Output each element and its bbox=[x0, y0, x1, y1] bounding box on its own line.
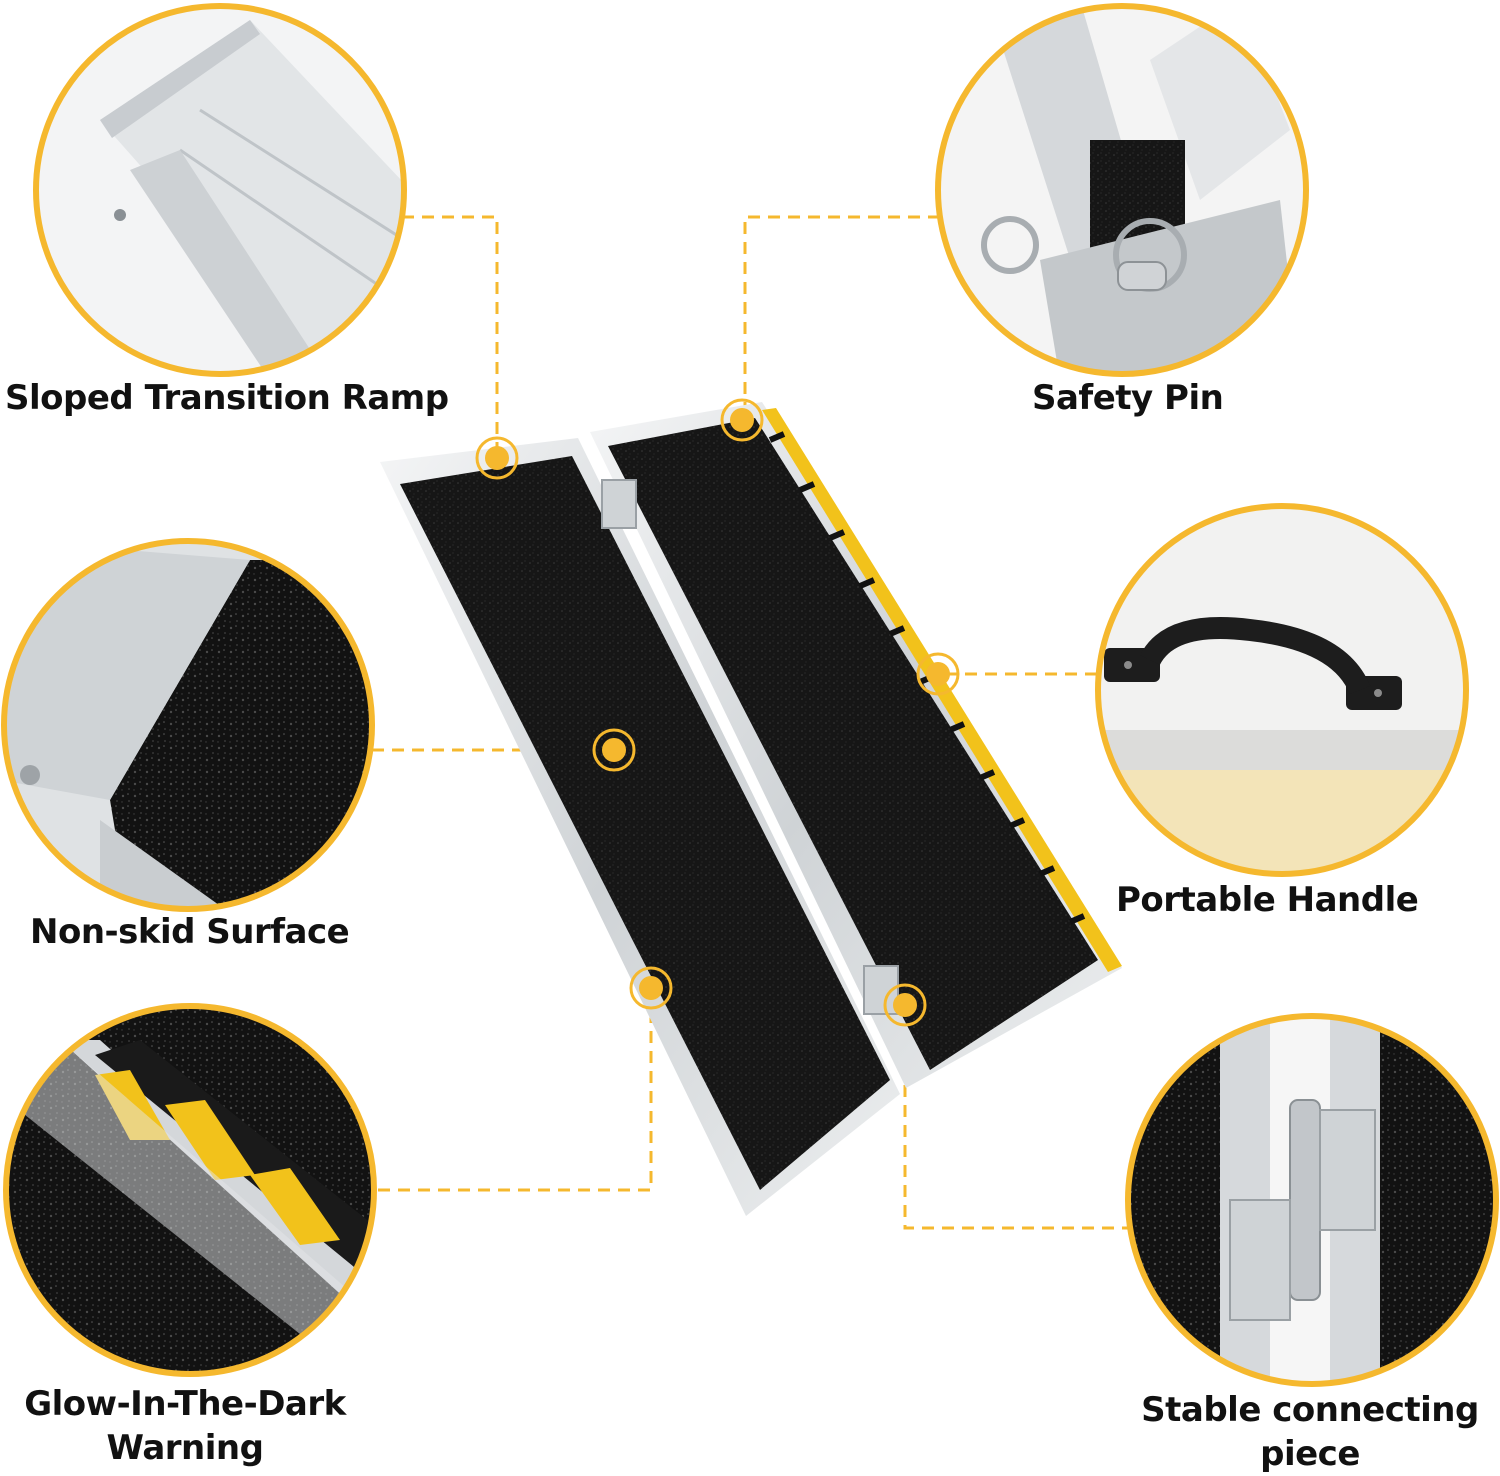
hinge-closeup bbox=[1125, 1013, 1499, 1387]
marker-stable bbox=[883, 983, 927, 1027]
label-stable-line1: Stable connecting bbox=[1141, 1390, 1479, 1430]
marker-handle bbox=[916, 652, 960, 696]
label-glow-line1: Glow-In-The-Dark bbox=[24, 1384, 346, 1424]
ramp-hinge-bottom bbox=[863, 965, 899, 1015]
pin-ring-closeup bbox=[935, 3, 1309, 377]
label-stable-line2: piece bbox=[1260, 1434, 1360, 1474]
label-sloped-transition-ramp: Sloped Transition Ramp bbox=[5, 378, 449, 418]
connector-sloped bbox=[402, 215, 499, 455]
grit-surface-closeup bbox=[1, 538, 375, 912]
reflective-strip-closeup bbox=[3, 1003, 377, 1377]
connector-safety bbox=[743, 215, 940, 418]
connector-stable bbox=[903, 1005, 1128, 1230]
ramp-right-surface bbox=[608, 418, 1098, 1070]
marker-nonskid bbox=[592, 728, 636, 772]
marker-safety bbox=[720, 398, 764, 442]
ramp-reflective-strip bbox=[762, 408, 1122, 972]
connector-glow bbox=[378, 988, 653, 1192]
marker-sloped bbox=[475, 436, 519, 480]
label-glow-warning: Glow-In-The-Dark Warning bbox=[20, 1382, 350, 1470]
connector-lines bbox=[372, 215, 1128, 1230]
label-stable-connecting-piece: Stable connecting piece bbox=[1140, 1388, 1480, 1476]
ramp-edge-closeup bbox=[33, 3, 407, 377]
ramp-hinge-top bbox=[601, 479, 637, 529]
marker-glow bbox=[629, 966, 673, 1010]
label-non-skid-surface: Non-skid Surface bbox=[30, 912, 350, 952]
label-portable-handle: Portable Handle bbox=[1116, 880, 1419, 920]
label-glow-line2: Warning bbox=[106, 1428, 264, 1468]
main-ramp bbox=[380, 402, 1122, 1216]
target-markers bbox=[475, 398, 960, 1027]
label-safety-pin: Safety Pin bbox=[1032, 378, 1224, 418]
handle-closeup bbox=[1095, 503, 1469, 877]
ramp-left-surface bbox=[400, 456, 890, 1190]
